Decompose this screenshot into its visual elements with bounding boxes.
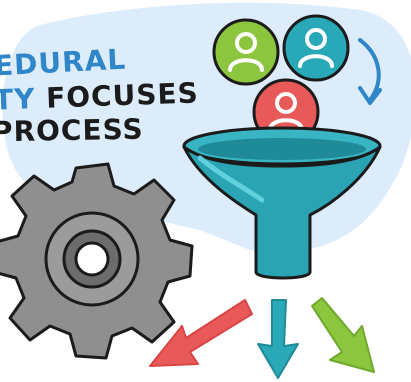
caption-line-3: PROCESS [0,112,144,149]
curved-arrow-icon [358,38,381,102]
caption-line-1: EDURAL [0,42,127,83]
caption-line-2-dark: FOCUSES [34,76,200,116]
gear-icon [0,162,194,360]
arrow-icon [149,299,253,367]
user-icon [282,14,350,82]
arrow-icon [311,297,375,373]
caption-line-2-blue: TY [0,82,36,117]
funnel-icon [182,126,382,280]
user-icon [212,18,280,86]
arrow-icon [257,299,299,379]
